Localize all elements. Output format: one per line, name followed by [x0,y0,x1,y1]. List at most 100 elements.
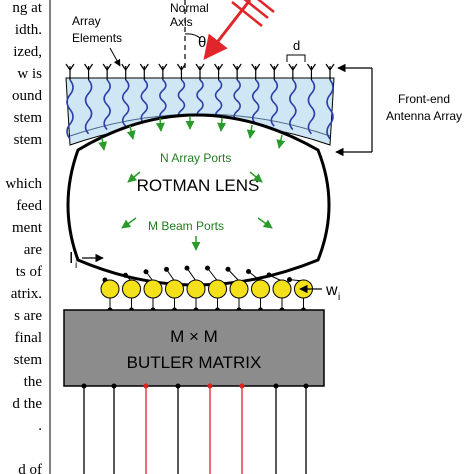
theta-symbol: θ [198,34,206,51]
transmission-line [159,79,167,123]
antenna-element-tip [139,63,149,72]
incident-wave [203,0,275,60]
rotman-lens-body [66,113,331,287]
page-text-line: stem [13,110,42,126]
beam-line [145,271,154,282]
weight-circle [208,279,227,299]
page-text-line: ts of [15,264,42,280]
butler-title-2: BUTLER MATRIX [127,353,262,372]
beam-line [227,268,240,282]
antenna-element-tip [251,63,261,72]
page-text-line: the [23,374,42,390]
array-port-arrow [155,117,165,132]
weight-circle [143,279,163,299]
transmission-line [84,79,93,135]
lens-title: ROTMAN LENS [137,176,260,195]
weight-circle [229,279,249,299]
array-ports-label: N Array Ports [160,151,231,165]
page-text-line: . [38,418,42,434]
array-port-arrow [217,117,227,132]
transmission-line [121,79,130,127]
transmission-line [103,79,111,131]
antenna-elements [65,63,335,80]
weight-circle [122,279,141,299]
transmission-line [251,79,260,125]
front-end-label-2: Antenna Array [386,109,462,123]
theta-arc [184,33,201,39]
array-port-arrow [126,125,136,140]
page-text-line: atrix. [10,286,42,302]
antenna-element-tip [306,63,316,72]
transmission-line [196,79,204,121]
beam-line [186,267,197,282]
antenna-element-tip [65,63,75,72]
array-port-arrow [249,171,263,183]
weight-label: w [325,282,338,299]
current-subscript: i [75,260,77,271]
antenna-element-tip [214,63,224,72]
antenna-element-tip [232,63,242,72]
page-text-line: are [23,242,42,258]
butler-title-1: M × M [170,327,218,346]
page-text-line: ng at [12,0,42,16]
page-text-line: stem [13,352,42,368]
array-port-arrow [127,171,141,183]
beam-line [207,267,218,282]
page-text-line: idth. [14,22,42,38]
weight-network [100,265,313,313]
transmission-lines [66,79,334,140]
beam-ports-label: M Beam Ports [148,219,224,233]
weight-subscript: i [338,292,340,303]
front-end-label-1: Front-end [398,92,450,106]
beam-line [166,269,175,282]
weight-circle [186,279,206,299]
page-text-line: d of [18,462,42,474]
transmission-line [289,79,297,131]
transmission-line [66,79,74,140]
antenna-element-tip [195,63,205,72]
antenna-element-tip [176,63,186,72]
antenna-element-tip [102,63,112,72]
page-text-line: s are [14,308,42,324]
beam-port-arrow [121,217,137,229]
normal-axis-label-1: Normal [170,1,209,15]
weight-circle [251,279,270,299]
transmission-line [270,79,279,127]
antenna-element-tip [84,63,94,72]
page-text-line: ized, [13,44,42,60]
array-elements-pointer [109,47,121,67]
butler-matrix-box [63,309,325,387]
antenna-element-tip [288,63,298,72]
normal-axis-label-2: Axis [170,15,193,29]
port-arrows [98,116,286,251]
transmission-line [214,79,223,121]
page-text-line: stem [13,132,42,148]
array-elements-label-2: Elements [72,31,122,45]
array-port-arrow [276,134,286,149]
antenna-element-tip [325,63,335,72]
page-text-line: ment [12,220,42,236]
weight-circle [165,279,184,299]
array-port-arrow [246,124,256,139]
array-elements-label-1: Array [72,14,101,28]
transmission-line [177,79,186,121]
weight-circle [100,279,120,299]
antenna-element-tip [121,63,131,72]
antenna-element-tip [269,63,279,72]
butler-output-lines [81,383,309,474]
page-text-line: ound [12,88,42,104]
transmission-line [140,79,149,125]
beam-line [248,271,261,282]
page-text-line: feed [16,198,42,214]
page-text-line: w is [17,66,42,82]
d-bracket [286,54,306,62]
transmission-line [326,79,334,140]
transmission-line [307,79,316,135]
page-text-line: final [14,330,43,346]
page-text-line: d the [12,396,42,412]
transmission-line [233,79,241,123]
current-label: I [69,250,73,267]
d-label: d [293,38,300,53]
